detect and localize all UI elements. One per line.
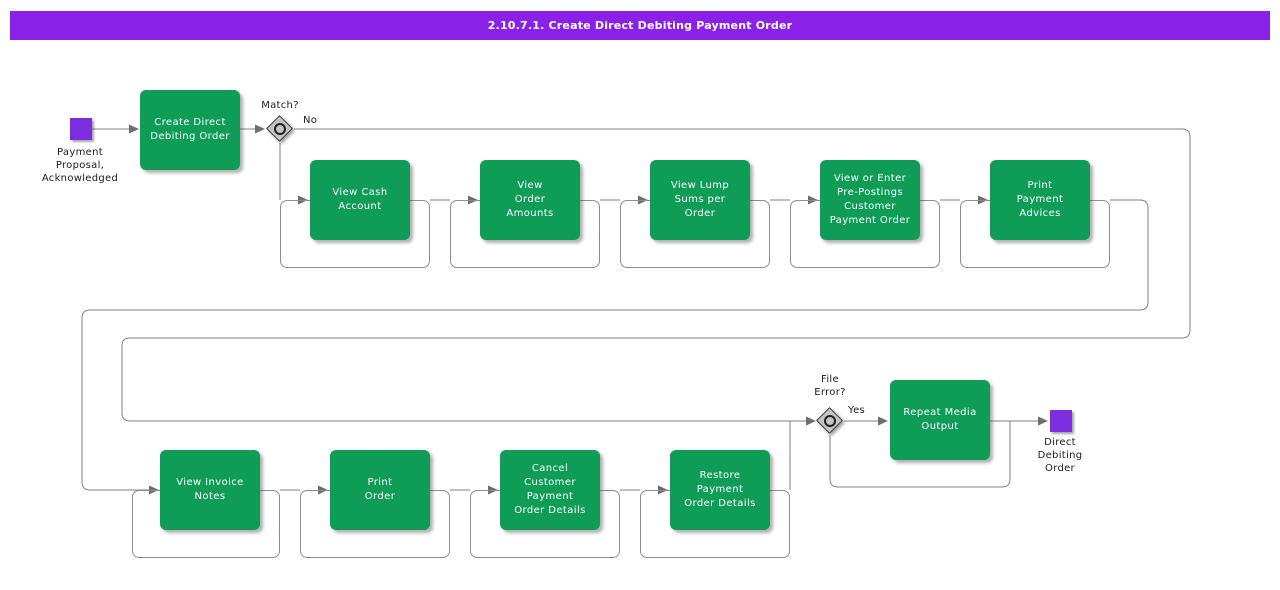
arrowhead: [1038, 416, 1048, 426]
task-view-invoice-notes[interactable]: View Invoice Notes: [160, 450, 260, 530]
branch-label-no: No: [303, 115, 318, 126]
task-view-cash-account[interactable]: View Cash Account: [310, 160, 410, 240]
gateway-file-error-label: File Error?: [814, 374, 846, 398]
task-cancel-customer-payment-order-details[interactable]: Cancel Customer Payment Order Details: [500, 450, 600, 530]
branch-label-yes: Yes: [848, 405, 866, 416]
start-event-label: Payment Proposal, Acknowledged: [41, 147, 119, 184]
gateway-circle-icon: [274, 123, 286, 135]
diagram-title: 2.10.7.1. Create Direct Debiting Payment…: [10, 11, 1270, 40]
task-restore-payment-order-details[interactable]: Restore Payment Order Details: [670, 450, 770, 530]
arrowhead: [255, 124, 265, 134]
task-view-lump-sums-per-order[interactable]: View Lump Sums per Order: [650, 160, 750, 240]
task-repeat-media-output[interactable]: Repeat Media Output: [890, 380, 990, 460]
flow-row1-to-row2: [81, 199, 1149, 491]
flow-file-error-bypass: [829, 421, 1011, 488]
task-print-order[interactable]: Print Order: [330, 450, 430, 530]
flow-match-no-branch: [121, 128, 1191, 422]
arrowhead: [878, 416, 888, 426]
gateway-circle-icon: [824, 415, 836, 427]
gateway-match-label: Match?: [261, 100, 299, 111]
gateway-file-error[interactable]: [816, 407, 844, 435]
task-view-or-enter-pre-postings[interactable]: View or Enter Pre-Postings Customer Paym…: [820, 160, 920, 240]
gateway-match[interactable]: [266, 115, 294, 143]
end-event-square[interactable]: [1050, 410, 1072, 432]
task-view-order-amounts[interactable]: View Order Amounts: [480, 160, 580, 240]
task-print-payment-advices[interactable]: Print Payment Advices: [990, 160, 1090, 240]
end-event-label: Direct Debiting Order: [1037, 437, 1083, 474]
start-event-square[interactable]: [70, 118, 92, 140]
arrowhead: [806, 416, 816, 426]
arrowhead: [129, 124, 139, 134]
task-create-direct-debiting-order[interactable]: Create Direct Debiting Order: [140, 90, 240, 170]
